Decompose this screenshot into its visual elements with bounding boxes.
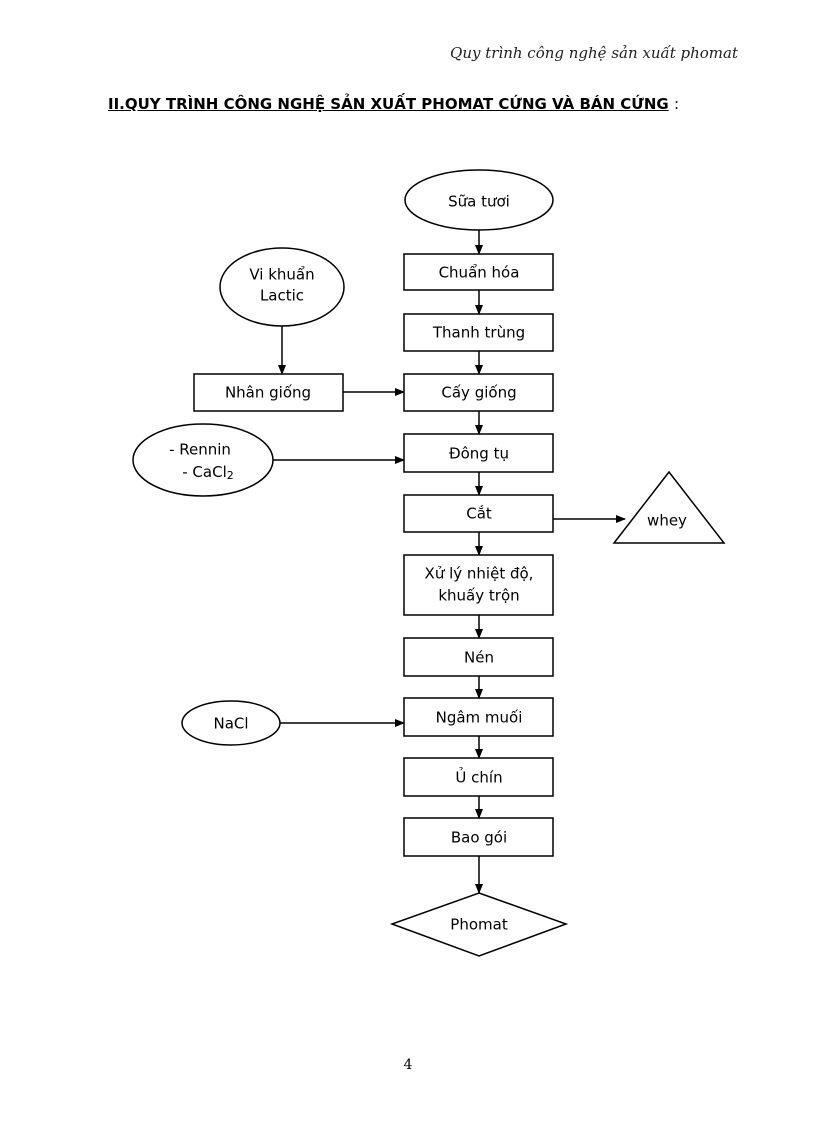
node-dong-tu: Đông tụ	[403, 433, 554, 473]
node-rennin-subscript: 2	[227, 469, 234, 482]
node-phomat: Phomat	[389, 892, 569, 957]
node-nen: Nén	[403, 637, 554, 677]
section-title: II.QUY TRÌNH CÔNG NGHỆ SẢN XUẤT PHOMAT C…	[108, 95, 679, 113]
node-cay-giong-label: Cấy giống	[441, 384, 516, 402]
node-vi-khuan-lactic: Vi khuẩn Lactic	[219, 247, 345, 327]
node-thanh-trung: Thanh trùng	[403, 313, 554, 352]
node-cay-giong: Cấy giống	[403, 373, 554, 412]
node-rennin-cacl-text: - CaCl	[182, 463, 227, 481]
node-ngam-muoi: Ngâm muối	[403, 697, 554, 737]
node-xu-ly-label-1: Xử lý nhiệt độ,	[425, 565, 534, 583]
node-bao-goi-label: Bao gói	[451, 829, 507, 847]
section-title-text: II.QUY TRÌNH CÔNG NGHỆ SẢN XUẤT PHOMAT C…	[108, 95, 669, 113]
page-number: 4	[403, 1057, 413, 1073]
node-phomat-label: Phomat	[450, 916, 508, 934]
node-ngam-muoi-label: Ngâm muối	[436, 709, 523, 727]
node-whey: whey	[612, 470, 726, 544]
node-u-chin-label: Ủ chín	[455, 767, 502, 787]
node-rennin-cacl2: - Rennin - CaCl2	[132, 423, 274, 497]
node-thanh-trung-label: Thanh trùng	[432, 324, 525, 342]
node-vi-khuan-label-1: Vi khuẩn	[249, 266, 314, 284]
running-header: Quy trình công nghệ sản xuất phomat	[450, 44, 738, 62]
node-u-chin: Ủ chín	[403, 757, 554, 797]
node-sua-tuoi: Sữa tươi	[404, 169, 554, 231]
node-bao-goi: Bao gói	[403, 817, 554, 857]
node-nhan-giong: Nhân giống	[193, 373, 344, 412]
node-rennin-label-2: - CaCl2	[182, 463, 234, 483]
node-sua-tuoi-label: Sữa tươi	[448, 193, 510, 211]
node-chuan-hoa: Chuẩn hóa	[403, 253, 554, 291]
node-nacl-label: NaCl	[213, 715, 248, 733]
node-xu-ly-nhiet-do: Xử lý nhiệt độ, khuấy trộn	[403, 554, 554, 616]
node-cat: Cắt	[403, 494, 554, 533]
section-title-colon: :	[673, 95, 679, 113]
node-chuan-hoa-label: Chuẩn hóa	[439, 264, 520, 282]
node-nen-label: Nén	[464, 649, 494, 667]
node-rennin-label-1: - Rennin	[169, 441, 231, 459]
node-dong-tu-label: Đông tụ	[449, 445, 509, 463]
node-nacl: NaCl	[181, 700, 281, 746]
node-cat-label: Cắt	[466, 505, 492, 523]
node-vi-khuan-label-2: Lactic	[260, 287, 304, 305]
edges	[272, 230, 626, 894]
node-whey-label: whey	[647, 512, 687, 530]
node-nhan-giong-label: Nhân giống	[225, 384, 311, 402]
node-xu-ly-label-2: khuấy trộn	[438, 587, 519, 605]
